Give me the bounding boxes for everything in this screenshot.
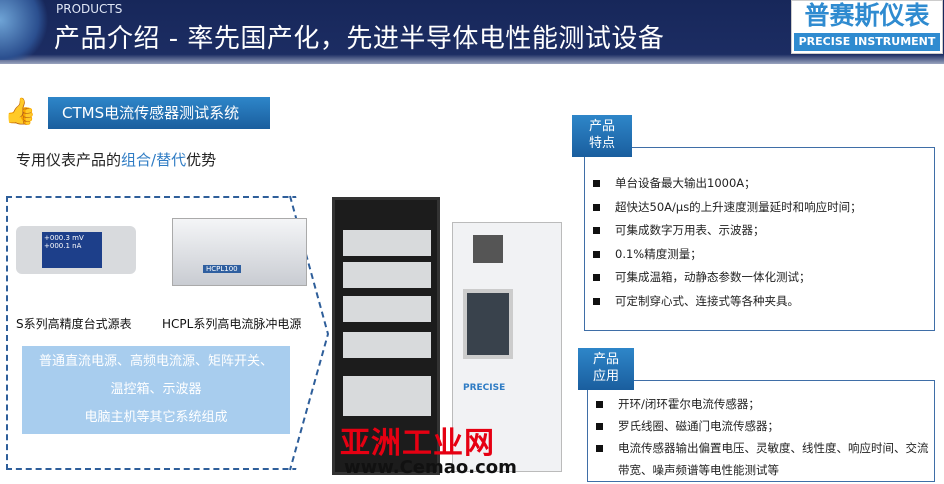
feature-item: 0.1%精度测量； [585, 243, 934, 267]
source-meter-image: +000.3 mV+000.1 nA [16, 226, 136, 274]
combo-line: 电脑主机等其它系统组成 [84, 410, 228, 425]
pulse-supply-caption: HCPL系列高电流脉冲电源 [162, 317, 302, 331]
tab-line: 特点 [588, 136, 615, 151]
applications-box: 开环/闭环霍尔电流传感器； 罗氏线圈、磁通门电流传感器； 电流传感器输出偏置电压… [587, 380, 935, 482]
temperature-chamber-image: PRECISE [452, 222, 562, 472]
feature-item: 可定制穿心式、连接式等各种夹具。 [585, 290, 934, 314]
pulse-supply-label: HCPL100 [203, 265, 241, 273]
section-subtitle: 专用仪表产品的组合/替代优势 [16, 149, 216, 170]
tab-line: 应用 [592, 369, 619, 384]
tab-line: 产品 [592, 352, 619, 367]
test-rack-image [332, 197, 440, 475]
watermark-cn: 亚洲工业网 [340, 426, 495, 461]
combo-line: 普通直流电源、高频电流源、矩阵开关、 [38, 354, 273, 369]
applications-tab: 产品应用 [578, 348, 634, 390]
features-box: 单台设备最大输出1000A； 超快达50A/μs的上升速度测量延时和响应时间； … [584, 147, 935, 331]
subtitle-pre: 专用仪表产品的 [16, 151, 122, 169]
feature-item: 单台设备最大输出1000A； [585, 172, 934, 196]
source-meter-caption: S系列高精度台式源表 [16, 317, 132, 331]
thumbs-up-icon: 👍 [4, 97, 37, 127]
header-banner: PRODUCTS 产品介绍 - 率先国产化，先进半导体电性能测试设备 [0, 0, 944, 64]
chamber-brand: PRECISE [463, 383, 506, 393]
feature-item: 超快达50A/μs的上升速度测量延时和响应时间； [585, 196, 934, 220]
screen-line: +000.3 mV [44, 234, 84, 242]
combo-line: 温控箱、示波器 [110, 382, 202, 397]
globe-graphic [0, 0, 50, 60]
tab-line: 产品 [588, 119, 615, 134]
pulse-supply-image: HCPL100 [172, 218, 307, 286]
watermark-url: www.Cemao.com [344, 457, 517, 478]
features-tab: 产品特点 [572, 115, 632, 157]
source-meter-screen: +000.3 mV+000.1 nA [42, 232, 102, 268]
feature-item: 可集成数字万用表、示波器； [585, 219, 934, 243]
section-badge: CTMS电流传感器测试系统 [48, 97, 270, 129]
feature-item: 可集成温箱，动静态参数一体化测试； [585, 266, 934, 290]
panel-dashed-edge [289, 195, 330, 471]
logo-cn: 普赛斯仪表 [804, 1, 930, 30]
subtitle-highlight: 组合/替代 [121, 151, 187, 169]
screen-line: +000.1 nA [44, 242, 82, 250]
combo-description: 普通直流电源、高频电流源、矩阵开关、 温控箱、示波器 电脑主机等其它系统组成 [22, 346, 290, 434]
page-title: 产品介绍 - 率先国产化，先进半导体电性能测试设备 [54, 24, 665, 54]
brand-logo: 普赛斯仪表 PRECISE INSTRUMENT [791, 0, 943, 54]
application-item: 电流传感器输出偏置电压、灵敏度、线性度、响应时间、交流带宽、噪声频谱等电性能测试… [588, 437, 934, 481]
header-kicker: PRODUCTS [56, 2, 123, 16]
logo-en: PRECISE INSTRUMENT [794, 33, 940, 51]
application-item: 罗氏线圈、磁通门电流传感器； [588, 415, 934, 437]
combo-panel [6, 196, 328, 470]
application-item: 开环/闭环霍尔电流传感器； [588, 393, 934, 415]
subtitle-post: 优势 [186, 151, 217, 169]
